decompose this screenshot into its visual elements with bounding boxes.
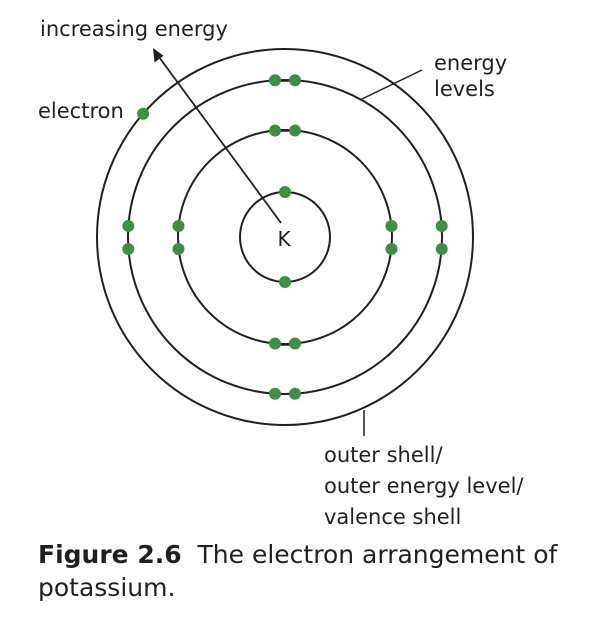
- electron-shell-2: [385, 220, 398, 232]
- electron-shell-3: [289, 74, 301, 87]
- energy-levels-line-2: levels: [434, 77, 495, 101]
- electron-shell-3: [122, 243, 135, 255]
- electron-label: electron: [38, 99, 124, 123]
- electron-shell-2: [289, 124, 301, 137]
- electron-shell-2: [172, 243, 185, 255]
- electrons: [122, 74, 448, 400]
- leader-lines: [361, 69, 423, 436]
- electron-shell-3: [435, 220, 448, 232]
- outer-shell-line-1: outer shell/: [324, 443, 443, 467]
- electron-shell-2: [289, 337, 301, 350]
- outer-shell-line-2: outer energy level/: [324, 474, 524, 498]
- figure-caption: Figure 2.6 The electron arrangement of p…: [38, 538, 578, 604]
- energy-levels-line-1: energy: [434, 51, 508, 75]
- electron-shell-2: [172, 220, 185, 232]
- energy-levels-leader: [361, 69, 423, 100]
- electron-shell-3: [435, 243, 448, 255]
- electron-shell-2: [269, 337, 281, 350]
- electron-shell-3: [289, 387, 301, 400]
- shell-4: [96, 48, 474, 426]
- atom-diagram: K: [96, 48, 474, 436]
- electron-shell-3: [122, 220, 135, 232]
- caption-text: The electron arrangement of potassium.: [38, 540, 558, 602]
- outer-shell-label: outer shell/ outer energy level/ valence…: [324, 440, 523, 533]
- outer-shell-line-3: valence shell: [324, 505, 462, 529]
- electron-shell-3: [269, 387, 281, 400]
- figure-number: Figure 2.6: [38, 540, 182, 569]
- arrow-head-icon: [153, 48, 164, 63]
- electron-shell-4: [137, 107, 150, 120]
- electron-shell-1: [279, 186, 291, 198]
- shell-2: [177, 129, 393, 345]
- electron-shell-2: [269, 124, 281, 137]
- electron-shell-1: [279, 276, 291, 288]
- increasing-energy-arrow: [153, 48, 282, 224]
- energy-levels-label: energy levels: [434, 50, 507, 102]
- electron-shell-2: [385, 243, 398, 255]
- electron-shell-3: [269, 74, 281, 87]
- nucleus-symbol: K: [277, 227, 291, 251]
- increasing-energy-label: increasing energy: [40, 17, 228, 41]
